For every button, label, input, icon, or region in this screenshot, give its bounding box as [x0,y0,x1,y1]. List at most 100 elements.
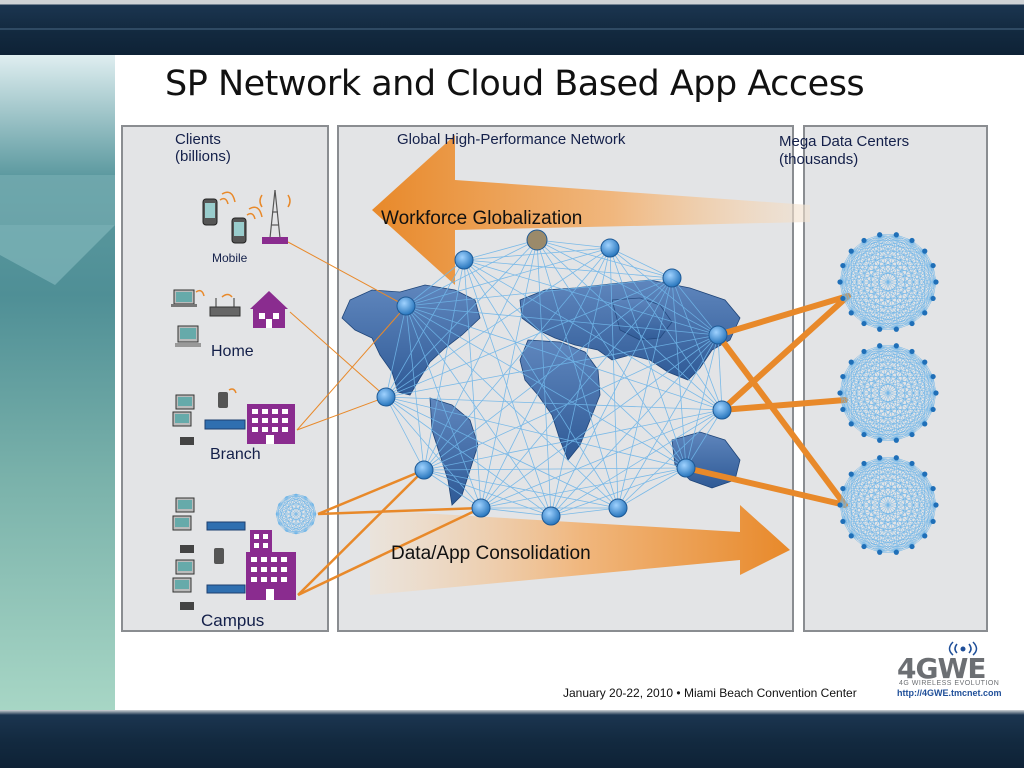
home-label: Home [211,343,254,360]
cluster-node [893,326,899,332]
cluster-node [837,390,843,396]
campus-label: Campus [201,611,265,630]
mobile-group [202,189,291,244]
branch-group [172,388,295,445]
client-links [287,241,407,431]
cluster-node [848,421,854,427]
cluster-node [909,460,915,467]
clients-heading: Clients (billions) [175,131,231,165]
smartphone-icon [218,392,228,408]
signal-waves-icon [246,206,263,220]
cluster-node [909,320,915,327]
signal-waves-icon [228,388,237,394]
network-node [608,498,628,518]
top-banner-stripe [0,28,1024,30]
network-mesh [385,239,723,517]
cluster-node [922,533,928,539]
network-node [454,250,474,270]
clients-heading-line1: Clients [175,131,221,148]
logo-wordmark: 4GWE [897,652,986,685]
datacenter-cluster [837,232,939,332]
cluster-node [930,485,936,492]
network-node [676,458,696,478]
cluster-node [840,295,846,302]
cluster-node [893,455,899,461]
cluster-node [848,310,854,316]
datacenter-heading-line1: Mega Data Centers [779,133,910,150]
datacenter-cluster [837,455,939,555]
cluster-node [930,518,936,525]
cluster-node [840,485,846,492]
datacenter-links [683,293,851,508]
slide-title: SP Network and Cloud Based App Access [165,64,865,104]
clients-panel [121,125,329,632]
cluster-node [848,248,854,254]
network-node [712,400,732,420]
campus-group [172,497,296,610]
4gwe-logo[interactable]: 4GWE 4G WIRELESS EVOLUTION http://4GWE.t… [893,640,1013,704]
cluster-node [877,343,883,349]
cluster-node [861,431,867,438]
cluster-node [922,421,928,427]
cluster-node [909,348,915,355]
cluster-node [840,373,846,380]
cluster-node [909,543,915,550]
cluster-node [893,549,899,555]
logo-url[interactable]: http://4GWE.tmcnet.com [897,688,1002,698]
cluster-node [922,310,928,316]
datacenter-cluster [837,343,939,443]
cell-tower-icon [269,189,281,239]
cluster-node [861,237,867,244]
cluster-node [848,471,854,477]
switch-icon [204,419,246,430]
switch-icon [206,584,246,594]
chevron-decoration [0,175,115,285]
network-node [376,387,396,407]
network-nodes [376,229,732,526]
signal-waves-icon [195,289,233,298]
network-node [541,506,561,526]
cluster-node [848,359,854,365]
consolidation-arrow [370,505,790,595]
left-decorative-band [0,55,115,710]
phone-icon [180,545,194,553]
campus-building-icon [246,530,296,600]
cluster-node [922,471,928,477]
logo-tagline: 4G WIRELESS EVOLUTION [899,680,1000,687]
clients-heading-line2: (billions) [175,148,231,165]
cluster-node [861,348,867,355]
workforce-label: Workforce Globalization [381,208,583,229]
office-building-icon [247,404,295,444]
house-icon [250,291,288,328]
cluster-node [877,437,883,443]
datacenter-heading-line2: (thousands) [779,151,859,168]
cluster-node [837,279,843,285]
cluster-node [861,320,867,327]
campus-links [297,468,482,597]
network-node [396,296,416,316]
cluster-node [861,460,867,467]
phone-icon [180,437,194,445]
cluster-node [933,502,939,508]
cluster-node [930,295,936,302]
cluster-node [840,262,846,269]
cluster-node [922,248,928,254]
cluster-node [909,431,915,438]
network-heading: Global High-Performance Network [397,131,626,148]
bottom-banner [0,710,1024,768]
phone-icon [180,602,194,610]
cluster-node [930,262,936,269]
signal-waves-icon [219,191,236,205]
wireless-signal-icon [948,641,978,656]
cluster-node [933,390,939,396]
cluster-node [877,326,883,332]
network-node [526,229,548,251]
event-footer: January 20-22, 2010 • Miami Beach Conven… [563,686,857,700]
cluster-node [837,502,843,508]
cluster-node [848,533,854,539]
cluster-node [933,279,939,285]
cluster-node [930,406,936,413]
mobile-label: Mobile [212,251,248,265]
